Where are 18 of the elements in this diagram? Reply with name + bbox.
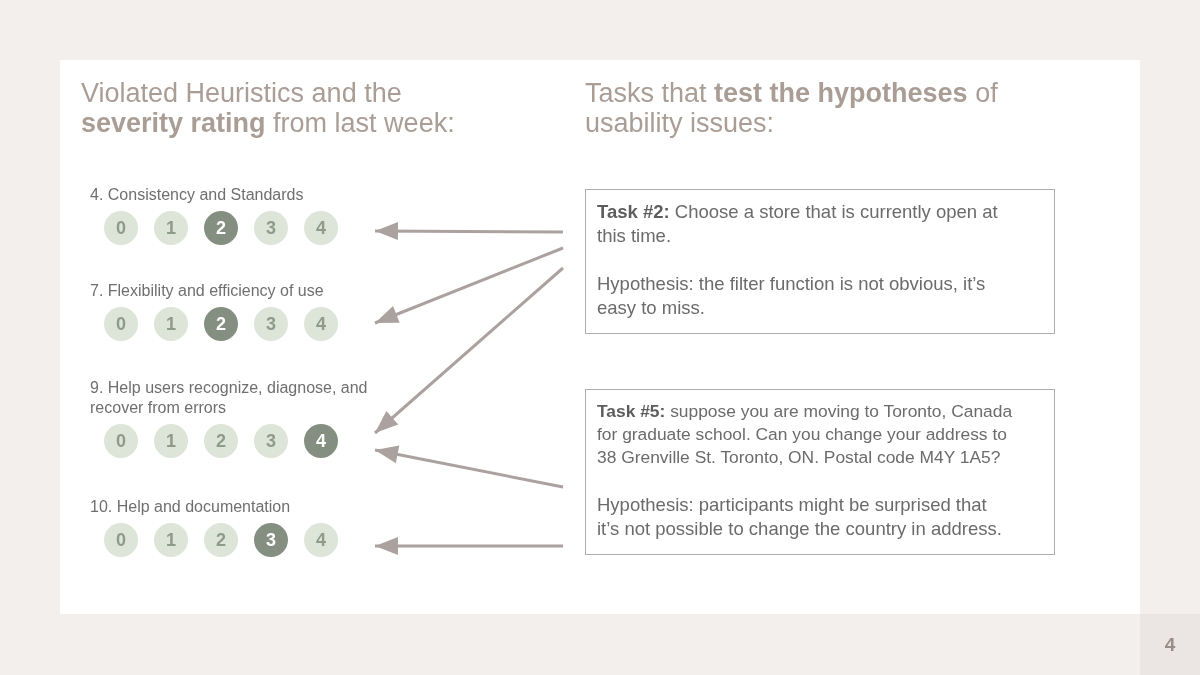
heuristic-title: 7. Flexibility and efficiency of use bbox=[90, 281, 325, 301]
task-card bbox=[585, 189, 1055, 334]
task-card bbox=[585, 389, 1055, 555]
arrow bbox=[375, 222, 563, 241]
task-description: Task #2: Choose a store that is currently open at this time. bbox=[597, 200, 999, 248]
heuristic-title: 9. Help users recognize, diagnose, and recover from errors bbox=[90, 378, 369, 418]
heuristic-title: 4. Consistency and Standards bbox=[90, 185, 305, 205]
column-heading: Violated Heuristics and the severity rating from last week: bbox=[81, 78, 456, 138]
arrow bbox=[374, 445, 564, 489]
arrow bbox=[375, 537, 563, 555]
column-heading: Tasks that test the hypotheses of usability issues: bbox=[585, 78, 999, 138]
heuristic-title: 10. Help and documentation bbox=[90, 497, 292, 517]
hypothesis-text: Hypothesis: participants might be surprised that it’s not possible to change the country in address. bbox=[597, 493, 1003, 541]
page-number: 4 bbox=[1140, 614, 1200, 675]
hypothesis-text: Hypothesis: the filter function is not obvious, it’s easy to miss. bbox=[597, 272, 987, 320]
arrow bbox=[374, 266, 564, 435]
arrow bbox=[374, 246, 564, 325]
task-description: Task #5: suppose you are moving to Toronto, Canada for graduate school. Can you change your address to 38 Grenville St. Toronto, ON. Postal code M4Y 1A5? bbox=[597, 400, 1014, 469]
